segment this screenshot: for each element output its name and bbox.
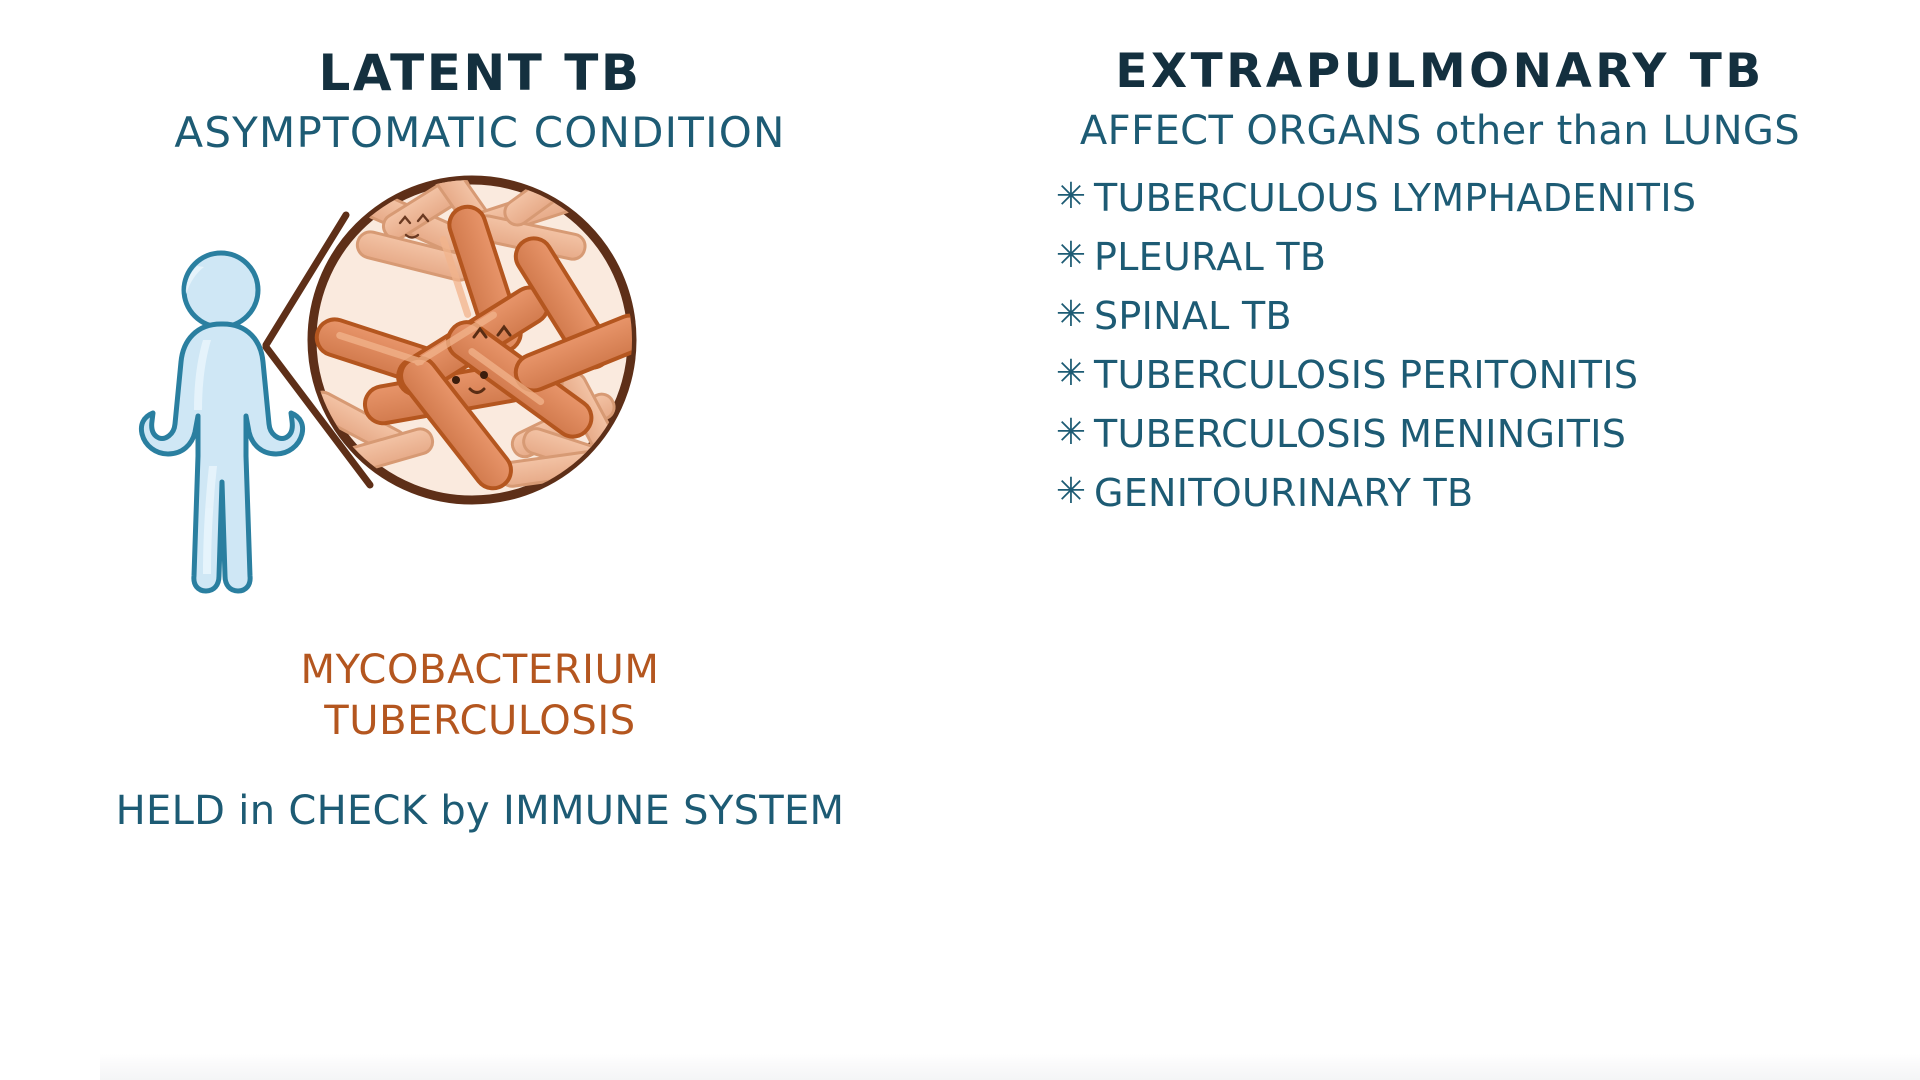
- left-footer-text: HELD in CHECK by IMMUNE SYSTEM: [0, 788, 960, 834]
- asterisk-bullet-icon: ✳: [1055, 411, 1087, 453]
- footer-seg-5: IMMUNE SYSTEM: [503, 788, 845, 834]
- list-item-label: PLEURAL TB: [1094, 234, 1327, 279]
- asterisk-bullet-icon: ✳: [1055, 470, 1087, 512]
- list-item: ✳ TUBERCULOSIS PERITONITIS: [1048, 345, 1908, 404]
- left-column: LATENT TB ASYMPTOMATIC CONDITION: [0, 44, 960, 834]
- organism-line-1: MYCOBACTERIUM: [300, 647, 660, 693]
- magnified-bacteria-view: [260, 165, 680, 565]
- list-item: ✳ PLEURAL TB: [1048, 227, 1908, 286]
- person-silhouette: [125, 248, 375, 598]
- asterisk-bullet-icon: ✳: [1055, 234, 1087, 276]
- list-item: ✳ SPINAL TB: [1048, 286, 1908, 345]
- organism-line-2: TUBERCULOSIS: [324, 698, 636, 745]
- footer-seg-1: HELD: [115, 788, 239, 834]
- list-item-label: GENITOURINARY TB: [1094, 470, 1474, 515]
- extrapulmonary-list: ✳ TUBERCULOUS LYMPHADENITIS ✳ PLEURAL TB…: [1048, 168, 1908, 522]
- subheading-seg-3: LUNGS: [1662, 108, 1801, 154]
- subheading-seg-1: AFFECT ORGANS: [1079, 108, 1435, 154]
- footer-seg-4: by: [440, 788, 504, 834]
- asterisk-bullet-icon: ✳: [1055, 293, 1087, 335]
- list-item: ✳ TUBERCULOSIS MENINGITIS: [1048, 404, 1908, 463]
- asterisk-bullet-icon: ✳: [1055, 175, 1087, 217]
- organism-name: MYCOBACTERIUM TUBERCULOSIS: [0, 645, 960, 747]
- list-item-label: TUBERCULOUS LYMPHADENITIS: [1094, 175, 1697, 220]
- list-item: ✳ GENITOURINARY TB: [1048, 463, 1908, 522]
- right-heading: EXTRAPULMONARY TB: [1115, 44, 1765, 99]
- left-subheading: ASYMPTOMATIC CONDITION: [174, 108, 786, 157]
- asterisk-bullet-icon: ✳: [1055, 352, 1087, 394]
- right-column: EXTRAPULMONARY TB AFFECT ORGANS other th…: [960, 0, 1920, 1080]
- right-subheading: AFFECT ORGANS other than LUNGS: [960, 108, 1920, 154]
- list-item-label: SPINAL TB: [1094, 293, 1292, 338]
- bottom-edge-band: [100, 1054, 1920, 1080]
- list-item-label: TUBERCULOSIS PERITONITIS: [1094, 352, 1639, 397]
- list-item: ✳ TUBERCULOUS LYMPHADENITIS: [1048, 168, 1908, 227]
- left-heading: LATENT TB: [318, 44, 642, 102]
- subheading-seg-2: other than: [1434, 108, 1663, 154]
- footer-seg-3: CHECK: [288, 788, 441, 834]
- list-item-label: TUBERCULOSIS MENINGITIS: [1094, 411, 1627, 456]
- footer-seg-2: in: [238, 788, 289, 834]
